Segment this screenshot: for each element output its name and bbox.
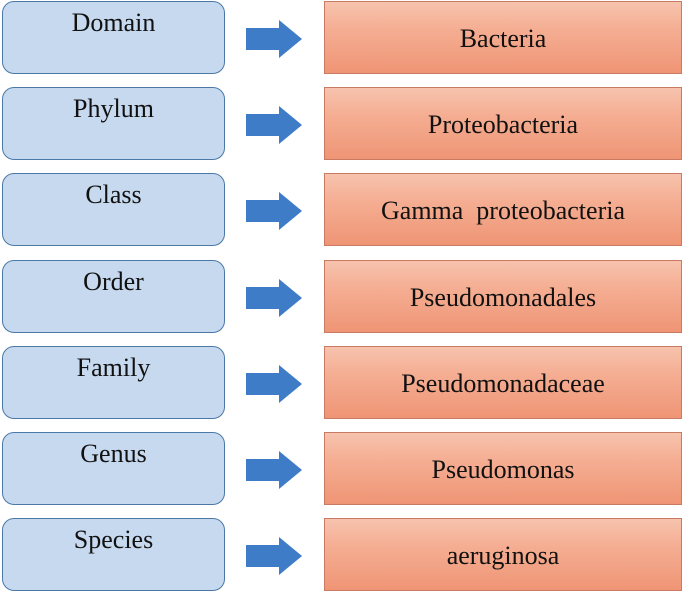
rank-box-genus: Genus bbox=[2, 432, 225, 505]
right-arrow-icon bbox=[246, 20, 302, 58]
right-arrow-icon bbox=[246, 192, 302, 230]
taxonomy-row-class: Class Gamma proteobacteria bbox=[0, 173, 685, 249]
taxonomy-row-species: Species aeruginosa bbox=[0, 518, 685, 594]
right-arrow-icon bbox=[246, 279, 302, 317]
rank-box-order: Order bbox=[2, 260, 225, 333]
rank-box-phylum: Phylum bbox=[2, 87, 225, 160]
taxon-box-order: Pseudomonadales bbox=[324, 260, 682, 333]
right-arrow-icon bbox=[246, 451, 302, 489]
right-arrow-icon bbox=[246, 106, 302, 144]
taxon-box-genus: Pseudomonas bbox=[324, 432, 682, 505]
right-arrow-icon bbox=[246, 537, 302, 575]
taxon-box-domain: Bacteria bbox=[324, 1, 682, 74]
rank-box-species: Species bbox=[2, 518, 225, 591]
taxonomy-row-domain: Domain Bacteria bbox=[0, 1, 685, 77]
taxonomy-row-genus: Genus Pseudomonas bbox=[0, 432, 685, 508]
right-arrow-icon bbox=[246, 365, 302, 403]
taxonomy-row-phylum: Phylum Proteobacteria bbox=[0, 87, 685, 163]
taxonomy-row-order: Order Pseudomonadales bbox=[0, 260, 685, 336]
taxon-box-phylum: Proteobacteria bbox=[324, 87, 682, 160]
taxonomy-row-family: Family Pseudomonadaceae bbox=[0, 346, 685, 422]
taxon-box-family: Pseudomonadaceae bbox=[324, 346, 682, 419]
rank-box-class: Class bbox=[2, 173, 225, 246]
rank-box-domain: Domain bbox=[2, 1, 225, 74]
taxon-box-species: aeruginosa bbox=[324, 518, 682, 591]
taxon-box-class: Gamma proteobacteria bbox=[324, 173, 682, 246]
rank-box-family: Family bbox=[2, 346, 225, 419]
